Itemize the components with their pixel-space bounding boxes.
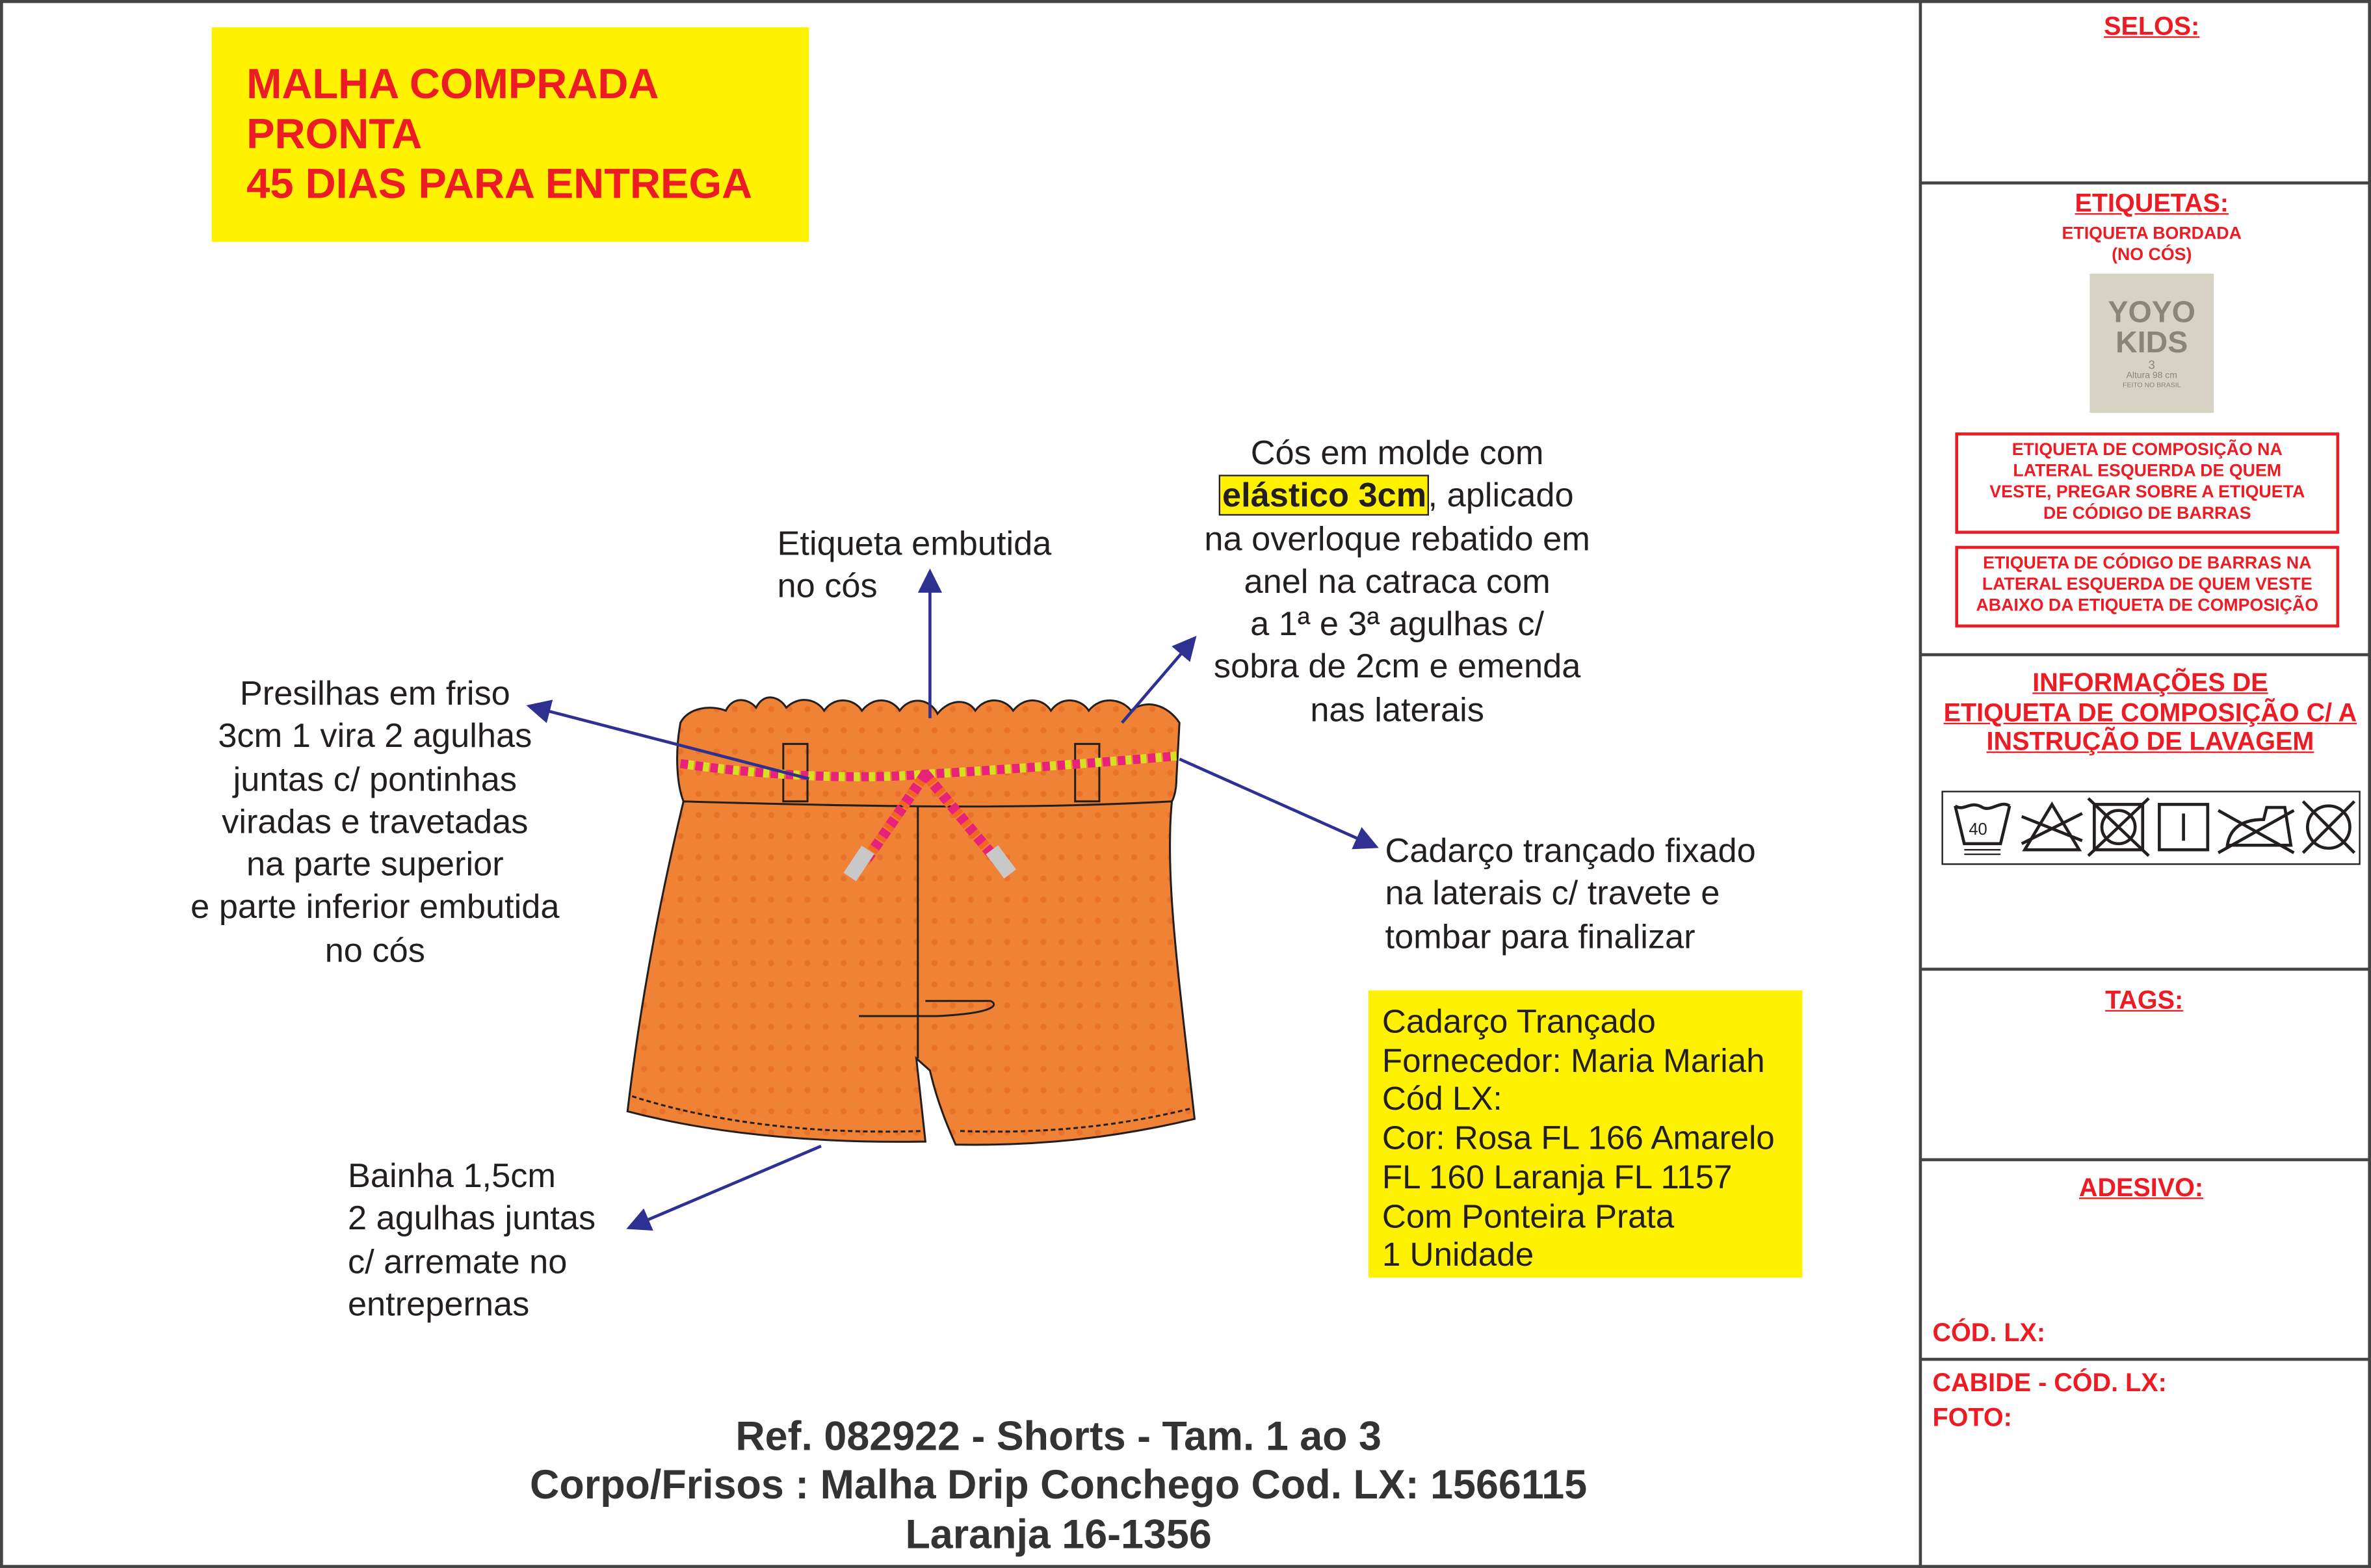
annotation-line: c/ arremate no bbox=[347, 1242, 568, 1281]
tag-brand: KIDS bbox=[2116, 326, 2188, 360]
tag-size: 3 bbox=[2148, 358, 2155, 372]
delivery-banner: MALHA COMPRADA PRONTA 45 DIAS PARA ENTRE… bbox=[211, 27, 809, 242]
adesivo-heading: ADESIVO: bbox=[2078, 1173, 2204, 1203]
label-line: (NO CÓS) bbox=[2112, 246, 2192, 265]
annotation-line: Cós em molde com bbox=[1250, 434, 1544, 472]
divider bbox=[1920, 181, 2371, 185]
footer-ref: Ref. 082922 - Shorts - Tam. 1 ao 3 bbox=[735, 1413, 1382, 1459]
no-bleach-icon bbox=[2021, 801, 2083, 852]
cod-lx-label: CÓD. LX: bbox=[1932, 1318, 2046, 1348]
annotation-line: no cós bbox=[777, 567, 878, 606]
tag-brand: YOYO bbox=[2108, 296, 2195, 330]
annotation-line: tombar para finalizar bbox=[1385, 917, 1696, 956]
callout-arrows bbox=[526, 568, 1379, 1231]
divider bbox=[1920, 1158, 2371, 1162]
line-dry-icon bbox=[2158, 803, 2210, 852]
care-info-heading: INFORMAÇÕES DE ETIQUETA DE COMPOSIÇÃO C/… bbox=[1924, 668, 2371, 757]
info-line: FL 160 Laranja FL 1157 bbox=[1382, 1158, 1733, 1196]
annotation-presilhas: Presilhas em friso 3cm 1 vira 2 agulhas … bbox=[148, 673, 602, 973]
annotation-line: Etiqueta embutida bbox=[777, 525, 1052, 563]
note-line: DE CÓDIGO DE BARRAS bbox=[2043, 504, 2251, 523]
heading-line: ETIQUETA DE COMPOSIÇÃO C/ A bbox=[1943, 698, 2357, 727]
drawstring-info-box: Cadarço Trançado Fornecedor: Maria Maria… bbox=[1368, 990, 1803, 1278]
note-line: ABAIXO DA ETIQUETA DE COMPOSIÇÃO bbox=[1976, 597, 2319, 616]
annotation-line: , aplicado bbox=[1428, 477, 1574, 515]
arrow bbox=[626, 1144, 822, 1231]
no-dry-clean-icon bbox=[2301, 800, 2356, 854]
selos-heading: SELOS: bbox=[2104, 12, 2200, 41]
annotation-line: Presilhas em friso bbox=[239, 674, 510, 712]
care-symbols: 40 bbox=[1941, 791, 2361, 865]
foto-label: FOTO: bbox=[1932, 1403, 2012, 1432]
note-line: ETIQUETA DE CÓDIGO DE BARRAS NA bbox=[1983, 555, 2312, 573]
tags-heading: TAGS: bbox=[2105, 986, 2184, 1015]
info-line: Cadarço Trançado bbox=[1382, 1002, 1656, 1041]
annotation-cadarco: Cadarço trançado fixado na laterais c/ t… bbox=[1385, 830, 1756, 958]
annotation-line: e parte inferior embutida bbox=[190, 888, 560, 926]
banner-line: PRONTA bbox=[246, 110, 423, 157]
embroidered-label-image: YOYO KIDS 3 Altura 98 cm FEITO NO BRASIL bbox=[2089, 273, 2214, 413]
footer-color: Laranja 16-1356 bbox=[905, 1511, 1212, 1558]
no-iron-icon bbox=[2217, 805, 2295, 854]
note-line: ETIQUETA DE COMPOSIÇÃO NA bbox=[2011, 441, 2283, 460]
arrow bbox=[526, 699, 809, 781]
braided-drawstring bbox=[679, 751, 1177, 882]
etiqueta-bordada-label: ETIQUETA BORDADA (NO CÓS) bbox=[1920, 224, 2371, 266]
divider bbox=[1920, 653, 2371, 657]
divider bbox=[1920, 967, 2371, 971]
annotation-line: na parte superior bbox=[246, 845, 504, 883]
annotation-line: entrepernas bbox=[347, 1285, 530, 1323]
annotation-line: Bainha 1,5cm bbox=[347, 1156, 556, 1195]
silver-tip bbox=[843, 845, 1017, 882]
annotation-line: 3cm 1 vira 2 agulhas bbox=[218, 717, 532, 755]
info-line: Cor: Rosa FL 166 Amarelo bbox=[1382, 1119, 1775, 1157]
annotation-line: no cós bbox=[324, 931, 425, 969]
annotation-line: sobra de 2cm e emenda bbox=[1213, 647, 1581, 686]
banner-line: MALHA COMPRADA bbox=[246, 60, 659, 108]
arrow bbox=[1121, 635, 1197, 724]
heading-line: INSTRUÇÃO DE LAVAGEM bbox=[1986, 727, 2314, 756]
annotation-line: na overloque rebatido em bbox=[1204, 519, 1590, 558]
info-line: Fornecedor: Maria Mariah bbox=[1382, 1041, 1765, 1080]
no-tumble-dry-icon bbox=[2087, 797, 2150, 857]
annotation-line: nas laterais bbox=[1310, 690, 1484, 729]
banner-line: 45 DIAS PARA ENTREGA bbox=[246, 160, 753, 207]
tag-origin: FEITO NO BRASIL bbox=[2123, 381, 2181, 389]
annotation-line: anel na catraca com bbox=[1244, 562, 1551, 601]
right-panel-divider bbox=[1919, 0, 1922, 1568]
note-line: LATERAL ESQUERDA DE QUEM VESTE bbox=[1982, 576, 2312, 595]
info-line: 1 Unidade bbox=[1382, 1235, 1534, 1274]
label-line: ETIQUETA BORDADA bbox=[2062, 225, 2242, 244]
wash-40-icon: 40 bbox=[1954, 802, 2011, 856]
barcode-label-note: ETIQUETA DE CÓDIGO DE BARRAS NA LATERAL … bbox=[1955, 545, 2340, 628]
arrow bbox=[1179, 757, 1379, 850]
info-line: Cód LX: bbox=[1382, 1080, 1502, 1118]
etiquetas-heading: ETIQUETAS: bbox=[2075, 189, 2229, 218]
shorts bbox=[626, 696, 1196, 1146]
annotation-etiqueta: Etiqueta embutida no cós bbox=[778, 523, 1052, 609]
annotation-line: juntas c/ pontinhas bbox=[233, 759, 517, 798]
annotation-line: Cadarço trançado fixado bbox=[1385, 831, 1756, 870]
info-line: Com Ponteira Prata bbox=[1382, 1196, 1675, 1235]
annotation-line: a 1ª e 3ª agulhas c/ bbox=[1250, 605, 1545, 643]
footer-fabric: Corpo/Frisos : Malha Drip Conchego Cod. … bbox=[530, 1462, 1588, 1508]
note-line: LATERAL ESQUERDA DE QUEM bbox=[2013, 462, 2282, 481]
annotation-bainha: Bainha 1,5cm 2 agulhas juntas c/ arremat… bbox=[348, 1155, 596, 1326]
annotation-line: 2 agulhas juntas bbox=[347, 1199, 596, 1238]
annotation-line: na laterais c/ travete e bbox=[1385, 874, 1720, 913]
wash-temp: 40 bbox=[1969, 820, 1987, 839]
divider bbox=[1920, 1357, 2371, 1361]
highlight-elastico: elástico 3cm bbox=[1219, 475, 1430, 516]
composition-label-note: ETIQUETA DE COMPOSIÇÃO NA LATERAL ESQUER… bbox=[1955, 432, 2340, 534]
annotation-line: viradas e travetadas bbox=[222, 802, 529, 841]
cabide-label: CABIDE - CÓD. LX: bbox=[1932, 1368, 2167, 1398]
heading-line: INFORMAÇÕES DE bbox=[2032, 668, 2268, 698]
tag-height: Altura 98 cm bbox=[2126, 372, 2177, 382]
note-line: VESTE, PREGAR SOBRE A ETIQUETA bbox=[1989, 484, 2305, 503]
annotation-cos: Cós em molde com elástico 3cm, aplicado … bbox=[1170, 432, 1624, 732]
